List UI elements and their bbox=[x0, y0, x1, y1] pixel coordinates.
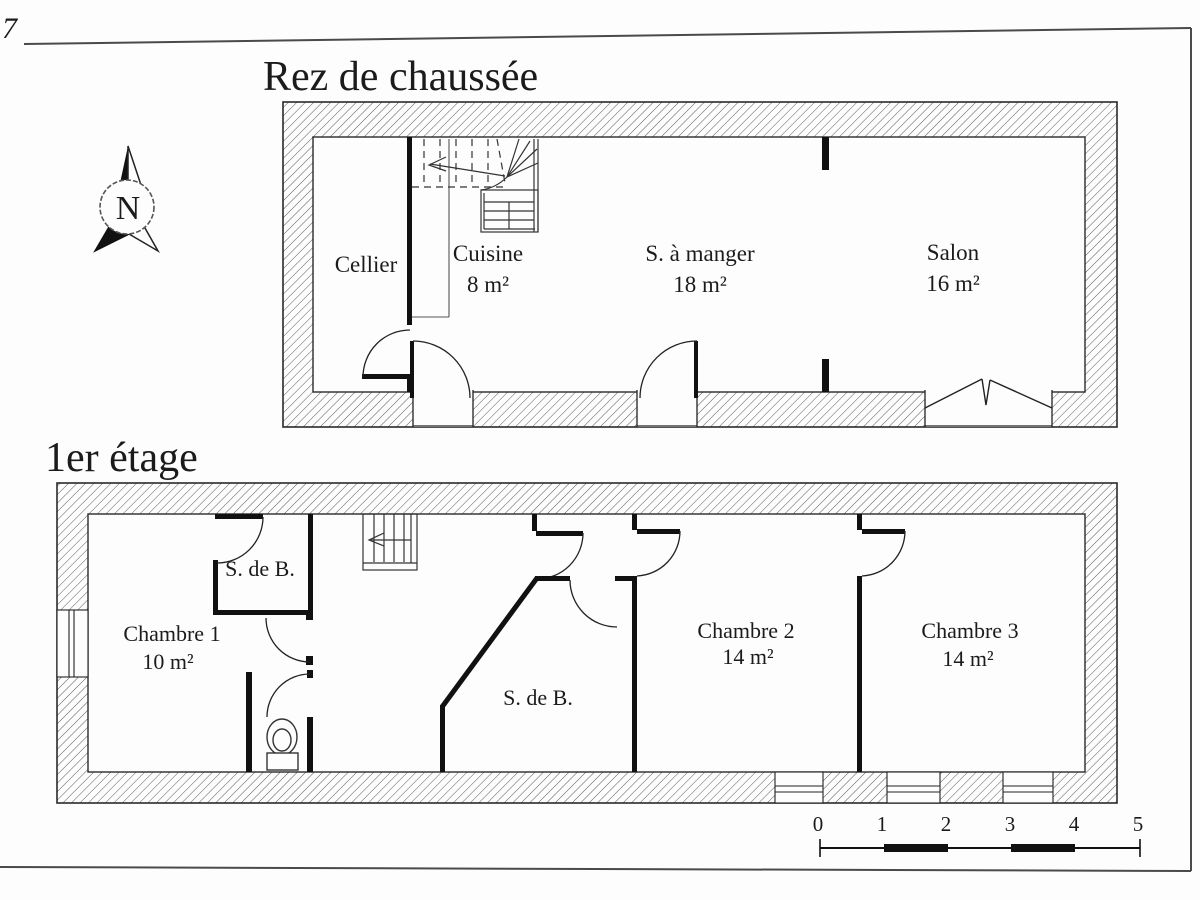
room-area-salle-a-manger: 18 m² bbox=[673, 272, 727, 297]
first-floor-title: 1er étage bbox=[45, 435, 198, 481]
room-area-cuisine: 8 m² bbox=[467, 272, 509, 297]
ground-floor-openings bbox=[412, 378, 1053, 427]
first-floor-staircase bbox=[362, 513, 418, 571]
chambre3-door bbox=[861, 529, 906, 577]
scale-tick-2: 2 bbox=[941, 812, 952, 836]
sheet-corner-mark: 7 bbox=[2, 12, 19, 45]
scale-tick-5: 5 bbox=[1133, 812, 1144, 836]
window-bottom-1 bbox=[774, 771, 824, 804]
room-label-salon: Salon bbox=[927, 240, 980, 265]
chambre2-door bbox=[636, 529, 681, 577]
north-arrow-icon bbox=[93, 145, 161, 254]
room-label-cuisine: Cuisine bbox=[453, 241, 523, 266]
room-label-sdb1: S. de B. bbox=[225, 556, 295, 581]
sheet-border bbox=[0, 27, 1192, 872]
ground-floor-title: Rez de chaussée bbox=[263, 54, 538, 100]
window-bottom-2 bbox=[886, 771, 941, 804]
bathroom2-walls bbox=[439, 514, 637, 772]
north-label: N bbox=[116, 190, 141, 227]
exterior-door-1 bbox=[410, 340, 471, 399]
scale-tick-1: 1 bbox=[877, 812, 888, 836]
wc-door bbox=[266, 673, 311, 718]
stair-direction-arrow bbox=[429, 163, 506, 177]
chambre1-door bbox=[265, 613, 313, 665]
bathroom2-door bbox=[569, 579, 618, 628]
bathroom1-walls bbox=[213, 514, 313, 615]
room-label-cellier: Cellier bbox=[335, 252, 398, 277]
room-label-salle-a-manger: S. à manger bbox=[645, 241, 755, 266]
cellier-door bbox=[362, 329, 411, 379]
scale-bar: 0 1 2 3 4 5 bbox=[813, 812, 1144, 857]
room-area-salon: 16 m² bbox=[926, 271, 980, 296]
first-floor-plan: S. de B. Chambre 1 10 m² S. de B. Chambr… bbox=[56, 482, 1118, 804]
ground-floor-staircase bbox=[412, 138, 539, 233]
chambre3-partition bbox=[857, 514, 862, 772]
room-label-chambre3: Chambre 3 bbox=[921, 618, 1018, 643]
toilet-icon bbox=[266, 718, 299, 771]
room-label-sdb2: S. de B. bbox=[503, 685, 573, 710]
french-window-icon bbox=[924, 378, 1053, 409]
scale-tick-3: 3 bbox=[1005, 812, 1016, 836]
cellier-wall bbox=[407, 137, 412, 325]
bathroom1-door bbox=[215, 514, 264, 564]
salon-wall-stub-bottom bbox=[822, 359, 829, 392]
salon-wall-stub-top bbox=[822, 137, 829, 170]
room-area-chambre2: 14 m² bbox=[722, 644, 774, 669]
room-label-chambre1: Chambre 1 bbox=[123, 621, 220, 646]
kitchen-counter bbox=[412, 139, 450, 318]
scale-tick-4: 4 bbox=[1069, 812, 1080, 836]
ground-floor-plan: Cellier Cuisine 8 m² S. à manger 18 m² S… bbox=[282, 101, 1118, 428]
room-label-chambre2: Chambre 2 bbox=[697, 618, 794, 643]
room-area-chambre3: 14 m² bbox=[942, 646, 994, 671]
room-area-chambre1: 10 m² bbox=[142, 649, 194, 674]
window-bottom-3 bbox=[1002, 771, 1054, 804]
window-left bbox=[56, 609, 89, 678]
exterior-door-2 bbox=[639, 340, 698, 399]
scale-tick-0: 0 bbox=[813, 812, 824, 836]
